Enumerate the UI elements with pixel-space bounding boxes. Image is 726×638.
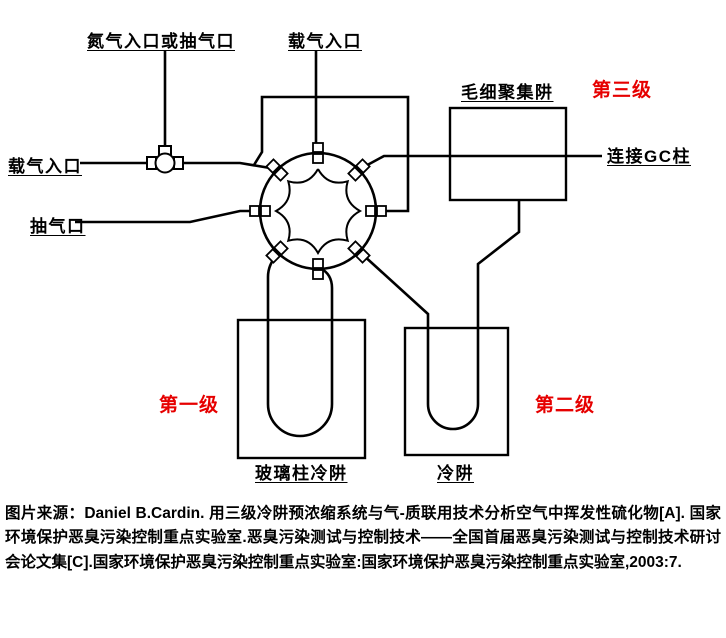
glass-trap-utube: [266, 253, 334, 438]
label-capillary-trap: 毛细聚集阱: [461, 83, 554, 102]
valve-port-n: [312, 142, 324, 164]
label-gc-column: 连接GC柱: [607, 147, 691, 166]
cold-trap-box: [403, 326, 510, 457]
schematic-svg: [75, 50, 602, 460]
label-nitrogen-inlet: 氮气入口或抽气口: [87, 32, 235, 51]
valve-port-se: [347, 240, 371, 264]
capillary-trap-box: [448, 106, 568, 202]
label-cold-trap: 冷阱: [437, 464, 474, 483]
valve-port-ne: [347, 158, 371, 182]
preconcentration-schematic: 氮气入口或抽气口 载气入口 载气入口 抽气口 毛细聚集阱 连接GC柱 玻璃柱冷阱…: [8, 32, 691, 483]
label-pump-outlet: 抽气口: [30, 217, 86, 236]
rotary-valve: [249, 142, 387, 280]
fitting-to-valve-line: [178, 161, 277, 171]
pump-line: [75, 209, 262, 224]
fitting-body: [154, 152, 176, 174]
inlet-valve-fitting: [146, 145, 184, 174]
glass-trap-box: [236, 318, 367, 460]
bypass-loop-line: [252, 95, 410, 213]
valve-port-sw: [265, 240, 289, 264]
valve-port-w: [249, 205, 271, 217]
label-carrier-gas-left: 载气入口: [8, 157, 82, 176]
label-glass-column-trap: 玻璃柱冷阱: [255, 464, 348, 483]
label-stage-two: 第二级: [535, 395, 596, 416]
valve-port-nw: [265, 158, 289, 182]
label-stage-one: 第一级: [159, 395, 220, 416]
label-carrier-gas-top: 载气入口: [288, 32, 362, 51]
label-stage-three: 第三级: [592, 80, 653, 101]
cold-trap-utube: [361, 201, 521, 431]
valve-rotor-channels: [273, 168, 363, 256]
valve-port-e: [365, 205, 387, 217]
figure-citation: 图片来源：Daniel B.Cardin. 用三级冷阱预浓缩系统与气-质联用技术…: [5, 505, 721, 571]
valve-ports: [249, 142, 387, 280]
valve-port-s: [312, 258, 324, 280]
